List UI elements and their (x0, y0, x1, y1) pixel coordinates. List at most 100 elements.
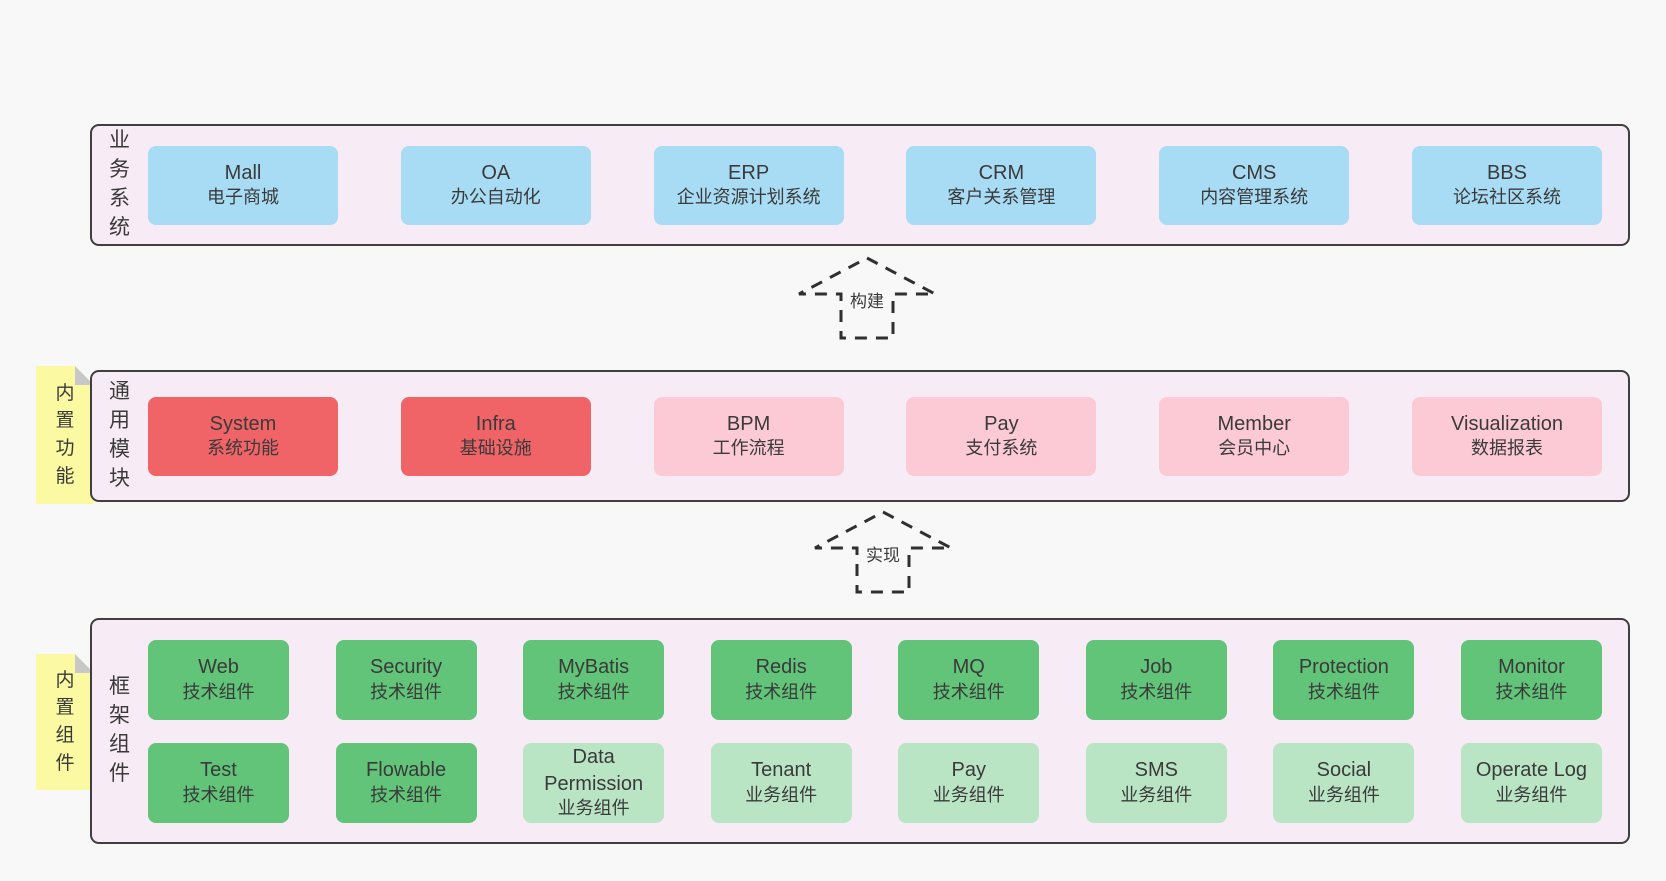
box-title: Infra (475, 412, 516, 435)
box-subtitle: 技术组件 (182, 784, 255, 805)
box-subtitle: 技术组件 (745, 681, 818, 702)
build-arrow-label: 构建 (847, 287, 887, 312)
box-visualization: Visualization 数据报表 (1411, 396, 1602, 476)
box-bpm: BPM 工作流程 (653, 396, 844, 476)
box-subtitle: 业务组件 (557, 798, 630, 819)
box-subtitle: 技术组件 (557, 681, 630, 702)
box-subtitle: 电子商城 (207, 187, 279, 208)
box-title: Mall (224, 161, 262, 184)
box-title: Security (369, 656, 443, 679)
builtin-functions-note: 内置功能 (36, 366, 94, 504)
box-member: Member 会员中心 (1159, 396, 1350, 476)
box-title: OA (481, 161, 511, 184)
box-title: BPM (726, 412, 771, 435)
box-title: Pay (984, 412, 1019, 435)
box-title: Web (198, 656, 239, 679)
box-erp: ERP 企业资源计划系统 (653, 145, 844, 225)
box-title: Data Permission (544, 746, 644, 795)
box-subtitle: 内容管理系统 (1200, 187, 1309, 208)
box-title: Operate Log (1475, 759, 1588, 782)
implement-arrow: 实现 (813, 510, 953, 594)
builtin-functions-note-text: 内置功能 (55, 382, 75, 487)
box-subtitle: 企业资源计划系统 (676, 187, 821, 208)
common-modules-panel: 通用模块 System 系统功能 Infra 基础设施 BPM 工作流程 Pay 支付系统 Me… (90, 370, 1630, 502)
box-title: BBS (1486, 161, 1527, 184)
box-title: Monitor (1498, 656, 1565, 679)
box-title: Protection (1298, 656, 1389, 679)
panel-label-modules-text: 通用模块 (109, 380, 131, 490)
box-subtitle: 技术组件 (182, 681, 255, 702)
box-subtitle: 客户关系管理 (947, 187, 1056, 208)
box-title: Test (200, 759, 237, 782)
box-subtitle: 技术组件 (1120, 681, 1193, 702)
box-title: Visualization (1451, 412, 1563, 435)
box-subtitle: 技术组件 (932, 681, 1005, 702)
box-title: Social (1316, 759, 1372, 782)
builtin-components-note-text: 内置组件 (55, 669, 75, 774)
box-subtitle: 办公自动化 (450, 187, 541, 208)
box-subtitle: 技术组件 (1495, 681, 1568, 702)
box-title: SMS (1134, 759, 1178, 782)
box-system: System 系统功能 (148, 396, 338, 476)
box-oa: OA 办公自动化 (400, 145, 591, 225)
box-subtitle: 系统功能 (207, 438, 279, 459)
box-title: Flowable (366, 759, 447, 782)
box-title: System (209, 412, 277, 435)
box-title: Redis (755, 656, 807, 679)
box-title: MQ (952, 656, 985, 679)
box-pay: Pay 支付系统 (906, 396, 1097, 476)
box-title: ERP (728, 161, 770, 184)
box-mall: Mall 电子商城 (148, 145, 338, 225)
implement-arrow-label: 实现 (863, 541, 903, 566)
build-arrow: 构建 (797, 256, 937, 340)
panel-label-components-text: 框架组件 (109, 675, 131, 785)
box-subtitle: 数据报表 (1470, 438, 1543, 459)
box-subtitle: 论坛社区系统 (1452, 187, 1561, 208)
box-subtitle: 支付系统 (965, 438, 1038, 459)
box-subtitle: 技术组件 (1307, 681, 1380, 702)
box-subtitle: 业务组件 (1120, 784, 1193, 805)
box-data-permission: Data Permission 业务组件 (523, 742, 665, 823)
box-subtitle: 业务组件 (1307, 784, 1380, 805)
box-title: Member (1217, 412, 1291, 435)
panel-label-business: 业务系统 (105, 126, 135, 244)
box-subtitle: 工作流程 (712, 438, 785, 459)
box-title: Job (1140, 656, 1173, 679)
box-subtitle: 业务组件 (1495, 784, 1568, 805)
box-title: Tenant (751, 759, 812, 782)
box-bbs: BBS 论坛社区系统 (1411, 145, 1602, 225)
box-subtitle: 会员中心 (1218, 438, 1291, 459)
box-title: CMS (1231, 161, 1277, 184)
builtin-components-note: 内置组件 (36, 654, 94, 790)
panel-label-components: 框架组件 (105, 620, 135, 842)
box-cms: CMS 内容管理系统 (1159, 145, 1350, 225)
box-title: Pay (951, 759, 986, 782)
box-title: MyBatis (558, 656, 630, 679)
box-infra: Infra 基础设施 (400, 396, 591, 476)
box-subtitle: 技术组件 (370, 681, 443, 702)
box-subtitle: 业务组件 (932, 784, 1005, 805)
modules-boxes-row: System 系统功能 Infra 基础设施 BPM 工作流程 Pay 支付系统 Member 会… (148, 396, 1602, 476)
box-subtitle: 基础设施 (459, 438, 532, 459)
